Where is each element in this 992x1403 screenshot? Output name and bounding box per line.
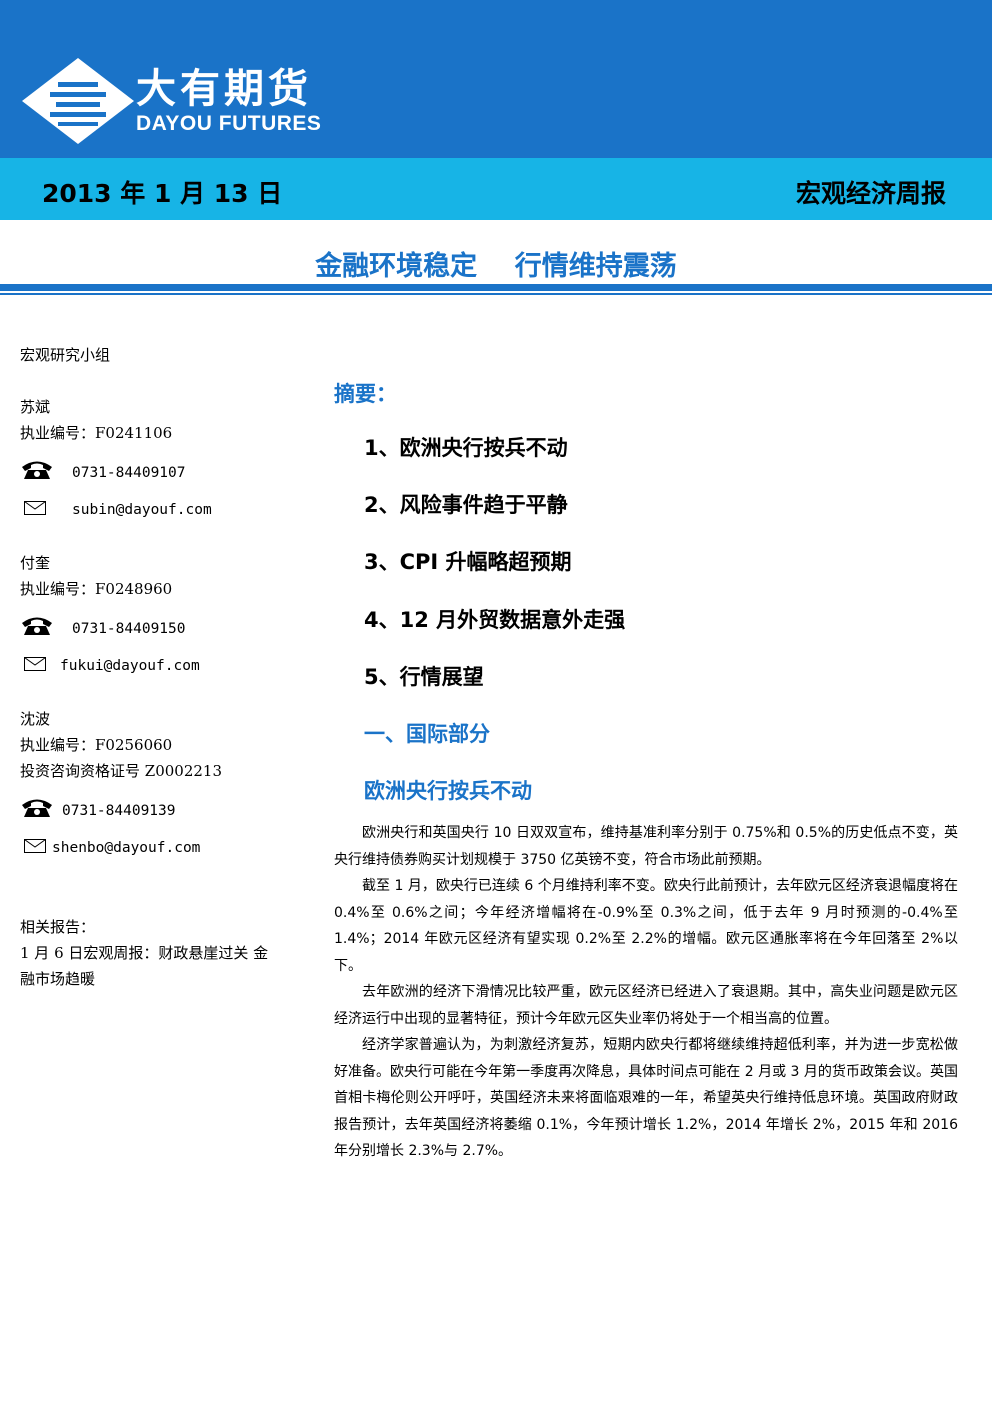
related-reports-title: 相关报告： bbox=[20, 918, 96, 936]
report-date: 2013 年 1 月 13 日 bbox=[42, 179, 283, 208]
analyst-license: 执业编号：F0256060 bbox=[20, 736, 173, 754]
summary-item: 1、欧洲央行按兵不动 bbox=[364, 436, 568, 460]
paragraph: 经济学家普遍认为，为刺激经济复苏，短期内欧央行都将继续维持超低利率，并为进一步宽… bbox=[334, 1037, 958, 1159]
paragraph: 欧洲央行和英国央行 10 日双双宣布，维持基准利率分别于 0.75%和 0.5%… bbox=[334, 825, 958, 868]
section-title: 一、国际部分 bbox=[364, 722, 490, 746]
analyst-name: 苏斌 bbox=[20, 398, 51, 416]
phone-number: 0731-84409107 bbox=[72, 465, 186, 481]
dayou-logo-icon bbox=[22, 58, 134, 144]
phone-number: 0731-84409150 bbox=[72, 621, 186, 637]
header-band: 大有期货 DAYOU FUTURES bbox=[0, 0, 992, 158]
analyst-name: 付奎 bbox=[20, 554, 51, 572]
divider-thin bbox=[0, 293, 992, 295]
envelope-icon bbox=[24, 839, 46, 853]
envelope-icon bbox=[24, 657, 46, 671]
article-body: 欧洲央行和英国央行 10 日双双宣布，维持基准利率分别于 0.75%和 0.5%… bbox=[334, 820, 958, 1165]
telephone-icon bbox=[22, 617, 52, 635]
summary-item: 2、风险事件趋于平静 bbox=[364, 493, 568, 517]
page-title: 金融环境稳定 行情维持震荡 bbox=[315, 251, 677, 282]
date-band: 2013 年 1 月 13 日 宏观经济周报 bbox=[0, 158, 992, 220]
summary-item: 4、12 月外贸数据意外走强 bbox=[364, 608, 626, 632]
email-address[interactable]: subin@dayouf.com bbox=[72, 502, 212, 518]
analyst-license: 执业编号：F0241106 bbox=[20, 424, 173, 442]
related-report-link-cont[interactable]: 融市场趋暖 bbox=[20, 970, 96, 988]
analyst-license-2: 投资咨询资格证号 Z0002213 bbox=[20, 762, 222, 780]
related-report-link[interactable]: 1 月 6 日宏观周报：财政悬崖过关 金 bbox=[20, 944, 269, 962]
divider-thick bbox=[0, 284, 992, 291]
envelope-icon bbox=[24, 501, 46, 515]
report-type: 宏观经济周报 bbox=[795, 179, 946, 208]
section-subtitle: 欧洲央行按兵不动 bbox=[364, 779, 532, 803]
research-group: 宏观研究小组 bbox=[20, 346, 111, 364]
phone-number: 0731-84409139 bbox=[62, 803, 176, 819]
brand-name-en: DAYOU FUTURES bbox=[136, 112, 322, 135]
summary-item: 3、CPI 升幅略超预期 bbox=[364, 550, 572, 574]
email-address[interactable]: fukui@dayouf.com bbox=[60, 658, 200, 674]
paragraph: 截至 1 月，欧央行已连续 6 个月维持利率不变。欧央行此前预计，去年欧元区经济… bbox=[334, 878, 958, 974]
summary-item: 5、行情展望 bbox=[364, 665, 484, 689]
telephone-icon bbox=[22, 461, 52, 479]
summary-title: 摘要： bbox=[334, 382, 397, 406]
analyst-name: 沈波 bbox=[20, 710, 51, 728]
brand-name-cn: 大有期货 bbox=[136, 66, 312, 112]
telephone-icon bbox=[22, 799, 52, 817]
email-address[interactable]: shenbo@dayouf.com bbox=[52, 840, 201, 856]
paragraph: 去年欧洲的经济下滑情况比较严重，欧元区经济已经进入了衰退期。其中，高失业问题是欧… bbox=[334, 984, 958, 1027]
analyst-license: 执业编号：F0248960 bbox=[20, 580, 173, 598]
